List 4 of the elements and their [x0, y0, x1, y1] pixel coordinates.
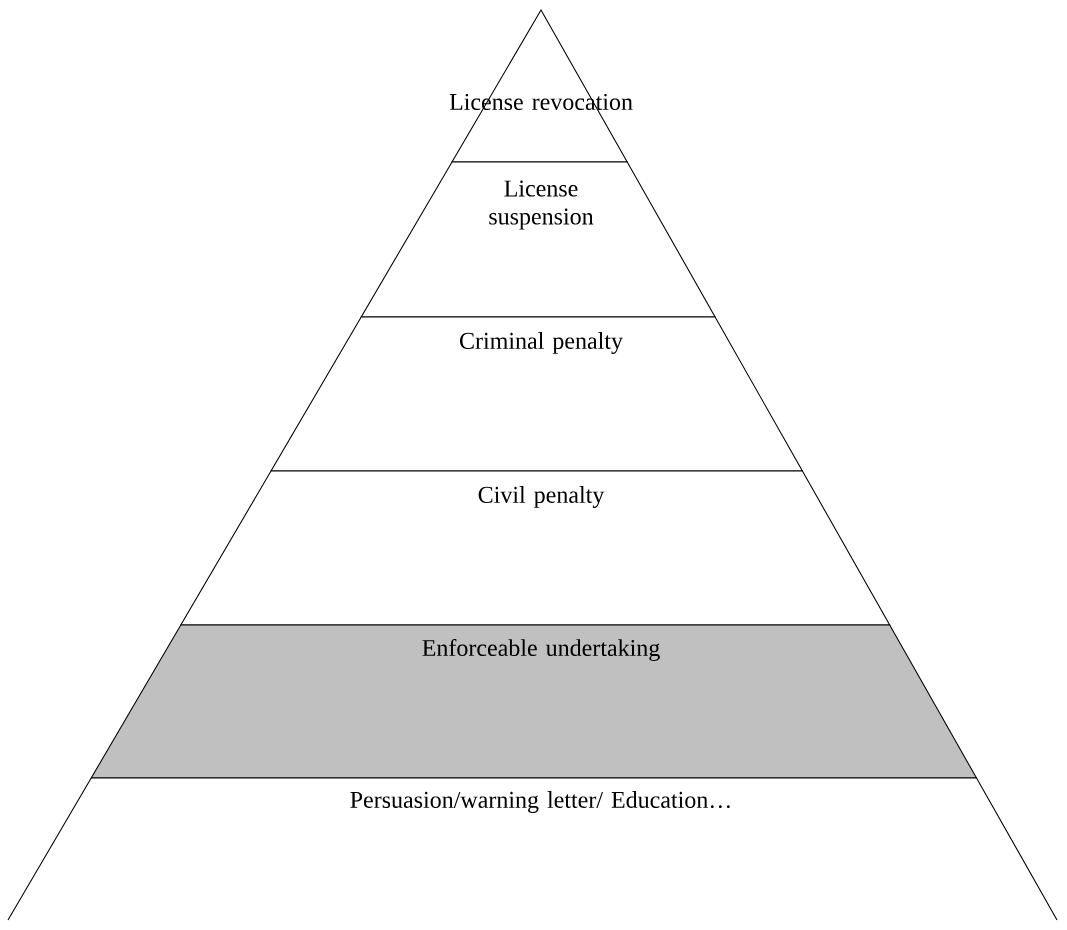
node-label: Persuasion/warning letter/ Education…	[350, 791, 730, 813]
pyramid-level: Enforceable undertaking	[90, 624, 978, 779]
pyramid-level: Persuasion/warning letter/ Education…	[7, 777, 1058, 921]
pyramid-level: Criminal penalty	[270, 316, 804, 472]
